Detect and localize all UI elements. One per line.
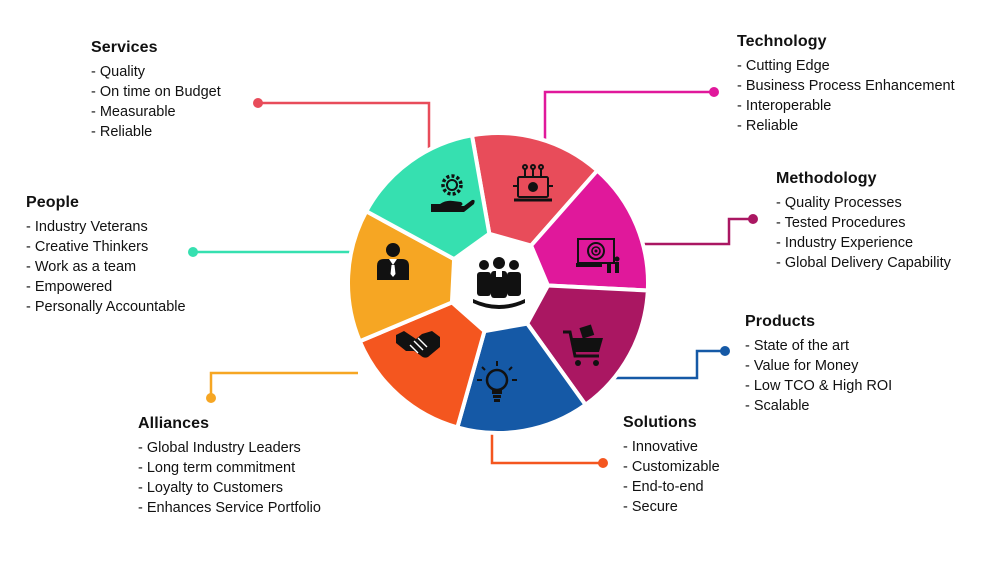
block-title-technology: Technology [737, 33, 827, 50]
dot-alliances [206, 393, 216, 403]
connector-alliances [209, 371, 358, 398]
block-services: Services - Quality - On time on Budget -… [91, 38, 221, 142]
list-item: - Scalable [745, 398, 810, 414]
list-item: - Secure [623, 499, 678, 515]
handshake-icon [396, 331, 440, 358]
hand-gear-icon [431, 174, 475, 212]
connector-products [612, 349, 725, 380]
list-alliances: - Global Industry Leaders - Long term co… [138, 438, 321, 518]
shopping-cart-icon [563, 324, 603, 366]
list-item: - Quality [91, 64, 145, 80]
list-item: - Business Process Enhancement [737, 78, 955, 94]
list-item: - State of the art [745, 338, 849, 354]
dot-technology [709, 87, 719, 97]
block-solutions: Solutions - Innovative - Customizable - … [623, 413, 720, 517]
list-item: - Measurable [91, 104, 176, 120]
list-item: - Innovative [623, 439, 698, 455]
list-item: - Empowered [26, 279, 113, 295]
block-title-people: People [26, 194, 80, 211]
presentation-target-icon [576, 238, 620, 273]
block-title-services: Services [91, 39, 158, 56]
connectors [193, 90, 753, 465]
dot-methodology [748, 214, 758, 224]
list-item: - Creative Thinkers [26, 239, 149, 255]
list-item: - On time on Budget [91, 84, 221, 100]
list-item: - Cutting Edge [737, 58, 830, 74]
segment-people [364, 133, 492, 262]
list-item: - End-to-end [623, 479, 704, 495]
list-item: - Personally Accountable [26, 299, 186, 315]
list-item: - Enhances Service Portfolio [138, 500, 321, 516]
list-methodology: - Quality Processes - Tested Procedures … [776, 193, 951, 273]
connector-services [258, 101, 431, 158]
block-products: Products - State of the art - Value for … [745, 312, 892, 416]
block-title-alliances: Alliances [138, 415, 210, 432]
list-item: - Reliable [91, 124, 153, 140]
list-item: - Industry Experience [776, 235, 914, 251]
list-item: - Industry Veterans [26, 219, 148, 235]
list-item: - Quality Processes [776, 195, 902, 211]
list-item: - Customizable [623, 459, 720, 475]
block-title-solutions: Solutions [623, 414, 697, 431]
block-people: People - Industry Veterans - Creative Th… [26, 193, 186, 317]
block-title-products: Products [745, 313, 816, 330]
list-solutions: - Innovative - Customizable - End-to-end… [623, 437, 720, 517]
block-methodology: Methodology - Quality Processes - Tested… [776, 169, 951, 273]
connector-methodology [620, 217, 753, 246]
list-item: - Long term commitment [138, 460, 296, 476]
dot-solutions [598, 458, 608, 468]
businessman-icon [377, 243, 409, 280]
dot-people [188, 247, 198, 257]
list-item: - Reliable [737, 118, 799, 134]
block-technology: Technology - Cutting Edge - Business Pro… [737, 32, 955, 136]
list-products: - State of the art - Value for Money - L… [745, 336, 892, 416]
list-item: - Interoperable [737, 98, 832, 114]
list-item: - Value for Money [745, 358, 859, 374]
list-item: - Global Delivery Capability [776, 255, 951, 271]
dot-services [253, 98, 263, 108]
list-people: - Industry Veterans - Creative Thinkers … [26, 217, 186, 317]
list-item: - Tested Procedures [776, 215, 906, 231]
list-item: - Global Industry Leaders [138, 440, 301, 456]
list-item: - Loyalty to Customers [138, 480, 284, 496]
team-group-icon [473, 257, 525, 309]
connector-solutions [490, 428, 603, 465]
list-item: - Work as a team [26, 259, 137, 275]
list-services: - Quality - On time on Budget - Measurab… [91, 62, 221, 142]
block-alliances: Alliances - Global Industry Leaders - Lo… [138, 414, 321, 518]
connector-technology [543, 90, 714, 150]
dot-products [720, 346, 730, 356]
list-item: - Low TCO & High ROI [745, 378, 893, 394]
network-monitor-icon [513, 164, 553, 202]
block-title-methodology: Methodology [776, 170, 877, 187]
connector-dots [188, 87, 758, 468]
list-technology: - Cutting Edge - Business Process Enhanc… [737, 56, 955, 136]
lightbulb-icon [477, 361, 517, 402]
